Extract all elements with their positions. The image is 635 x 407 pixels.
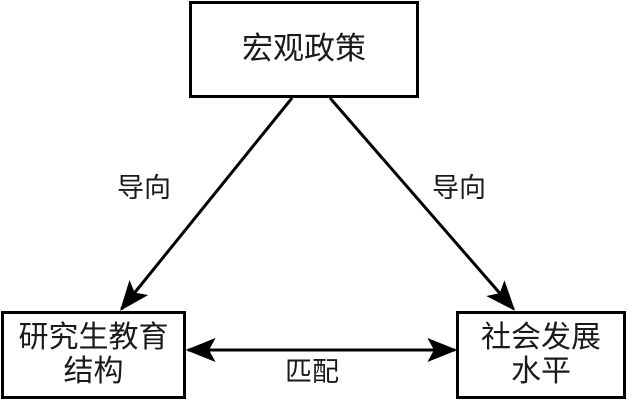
node-macro-policy-label: 宏观政策 bbox=[242, 31, 366, 68]
edge-label-policy-to-society: 导向 bbox=[429, 174, 489, 203]
node-graduate-education-structure[interactable]: 研究生教育 结构 bbox=[1, 311, 186, 399]
edge-label-policy-to-structure: 导向 bbox=[114, 174, 174, 203]
node-graduate-education-structure-label: 研究生教育 结构 bbox=[18, 320, 169, 389]
edge-label-structure-to-society: 匹配 bbox=[282, 358, 342, 387]
node-social-development-level-label: 社会发展 水平 bbox=[481, 320, 601, 389]
node-social-development-level[interactable]: 社会发展 水平 bbox=[456, 311, 626, 399]
edge-policy-to-structure bbox=[119, 97, 294, 311]
node-macro-policy[interactable]: 宏观政策 bbox=[189, 1, 419, 98]
edge-policy-to-society bbox=[328, 97, 516, 311]
